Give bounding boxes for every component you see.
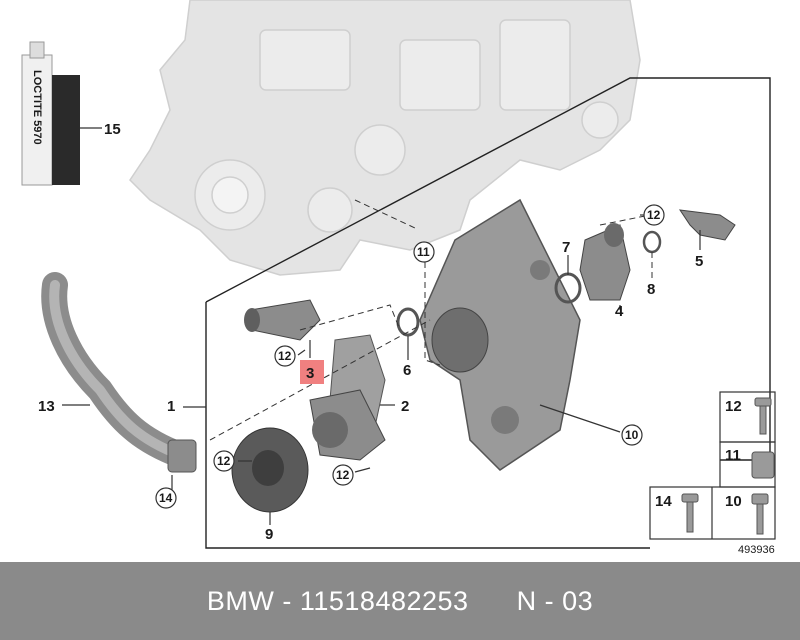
legend-12: 12 [725, 398, 742, 415]
circled-callout-12-d-label: 12 [336, 468, 350, 482]
callout-2: 2 [401, 398, 409, 415]
coolant-pipe [41, 272, 197, 473]
legend-11: 11 [725, 447, 741, 464]
callout-13: 13 [38, 398, 55, 415]
callout-15: 15 [104, 121, 121, 138]
part-number-banner: BMW - 11518482253 N - 03 [0, 562, 800, 640]
water-pump [309, 389, 386, 461]
callout-4: 4 [615, 303, 624, 320]
callout-6: 6 [403, 362, 411, 379]
callout-3: 3 [306, 365, 314, 382]
diagram-position: N - 03 [516, 585, 594, 616]
elbow-fitting [678, 209, 736, 241]
fastener-legend [649, 391, 776, 540]
circled-callout-12-d: 12 [332, 464, 354, 486]
circled-callout-11: 11 [413, 241, 435, 263]
circled-callout-12-a: 12 [643, 204, 665, 226]
pulley [231, 427, 309, 513]
callout-9: 9 [265, 526, 273, 543]
circled-callout-12-b: 12 [274, 345, 296, 367]
circled-callout-10: 10 [621, 424, 643, 446]
pipe-connector [244, 299, 321, 341]
circled-callout-10-label: 10 [625, 428, 639, 442]
o-ring-8 [642, 230, 662, 254]
parts-diagram: LOCTITE 5970 15 13 1 2 9 6 7 4 8 5 [21, 0, 776, 556]
image-number: 493936 [738, 544, 775, 556]
thermostat-housing [579, 223, 631, 301]
circled-callout-14: 14 [155, 487, 177, 509]
callout-5: 5 [695, 253, 703, 270]
sealant-tube: LOCTITE 5970 [21, 41, 80, 186]
spacer [469, 586, 517, 617]
part-number: 11518482253 [299, 585, 469, 616]
circled-callout-14-label: 14 [159, 491, 173, 505]
circled-callout-12-c-label: 12 [217, 454, 231, 468]
sleeve-icon-11 [751, 451, 775, 479]
circled-callout-12-c: 12 [213, 450, 235, 472]
bolt-icon-14 [681, 493, 699, 533]
circled-callout-12-b-label: 12 [278, 349, 292, 363]
circled-callout-12-a-label: 12 [647, 208, 661, 222]
o-ring-6 [396, 307, 420, 337]
separator: - [274, 585, 300, 616]
legend-10: 10 [725, 493, 742, 510]
callout-8: 8 [647, 281, 655, 298]
circled-callout-11-label: 11 [417, 245, 430, 259]
brand-name: BMW [206, 585, 275, 616]
callout-7: 7 [562, 239, 570, 256]
water-pump-housing [419, 198, 581, 471]
callout-3-highlight [300, 360, 324, 384]
screw-icon-12 [754, 397, 772, 435]
sealant-label: LOCTITE 5970 [31, 70, 43, 145]
engine-block-ghost [129, 0, 641, 276]
legend-14: 14 [655, 493, 672, 510]
bolt-icon-10 [751, 493, 769, 535]
callout-1: 1 [167, 398, 175, 415]
